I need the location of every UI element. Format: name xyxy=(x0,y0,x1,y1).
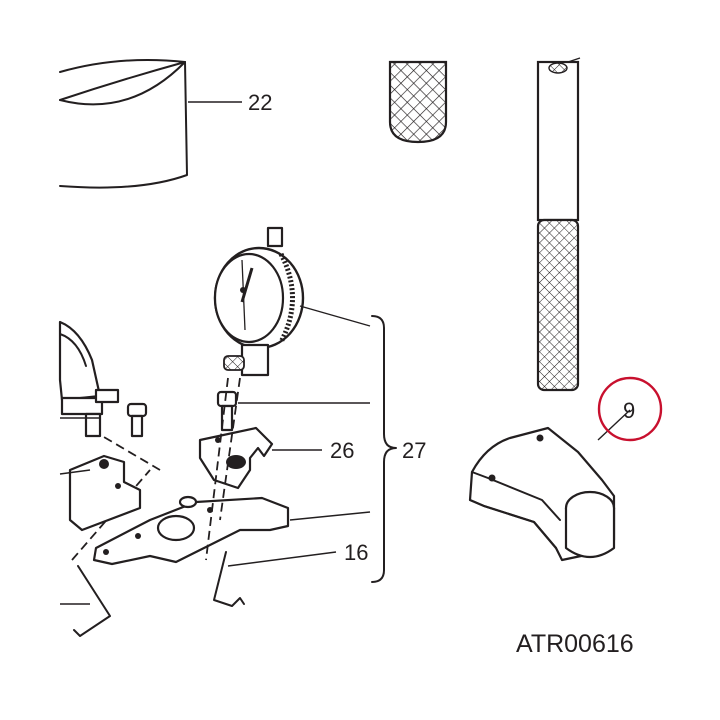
tool-block-part xyxy=(468,409,631,562)
threaded-rod-part xyxy=(536,57,581,392)
callout-9: 9 xyxy=(623,398,635,423)
gauge-holder-part xyxy=(198,426,322,490)
callout-27: 27 xyxy=(402,438,426,463)
sleeve-part xyxy=(59,59,242,189)
dial-gauge-part xyxy=(213,226,371,377)
group-bracket-27 xyxy=(371,315,397,583)
callout-22: 22 xyxy=(248,90,272,115)
base-plate-part xyxy=(92,495,371,566)
callout-26: 26 xyxy=(330,438,354,463)
hex-key-part xyxy=(213,551,337,607)
cap-screw-part xyxy=(216,390,370,432)
reference-code: ATR00616 xyxy=(516,630,634,658)
left-assembly-part xyxy=(58,320,148,637)
knurled-handle-part xyxy=(388,60,448,144)
highlight-ring xyxy=(597,376,663,442)
callout-16: 16 xyxy=(344,540,368,565)
